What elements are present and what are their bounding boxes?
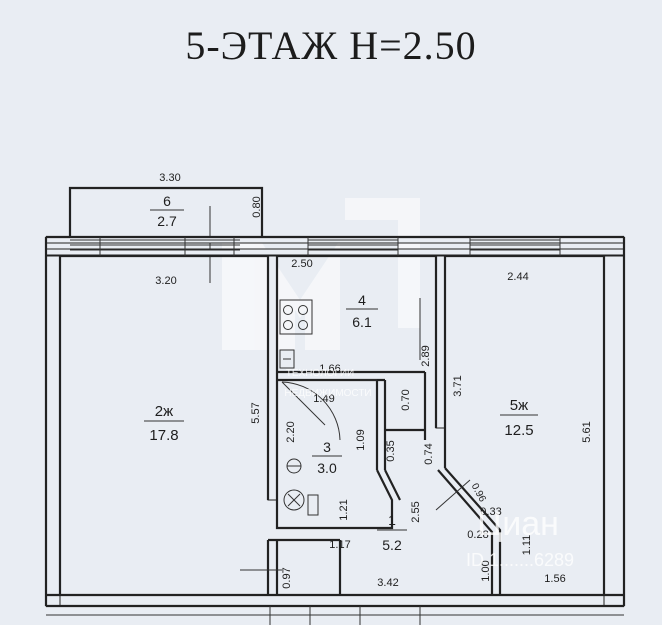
dim-label: 0.35 xyxy=(385,440,397,461)
dim-label: 2.89 xyxy=(420,345,432,366)
dim-label: 3.20 xyxy=(155,275,176,287)
room-5-label: 5ж 12.5 xyxy=(500,397,538,439)
room-3-label: 3 3.0 xyxy=(312,439,342,476)
m2-logo-square-side xyxy=(398,198,420,328)
dim-label: 2.55 xyxy=(410,501,422,522)
watermark-texts: ТЕХНОЛОГИИ НЕДВИЖИМОСТИ Циан ID 1.......… xyxy=(284,368,574,570)
dim-label: 0.97 xyxy=(281,567,293,588)
room-area: 6.1 xyxy=(352,314,372,330)
dim-label: 1.00 xyxy=(480,560,492,581)
toilet-icon xyxy=(283,489,305,511)
dim-label: 3.71 xyxy=(452,375,464,396)
m2-watermark-line1: ТЕХНОЛОГИИ xyxy=(286,368,354,379)
door-swings xyxy=(281,298,471,511)
dim-label: 2.50 xyxy=(291,258,312,270)
window-room-5 xyxy=(469,237,561,256)
m2-logo-bar-left xyxy=(222,240,260,350)
room-4-label: 4 6.1 xyxy=(346,292,378,330)
dim-label: 1.66 xyxy=(319,363,340,375)
room-number: 3 xyxy=(323,439,331,455)
cian-watermark: Циан xyxy=(477,505,559,543)
room-area: 3.0 xyxy=(317,460,337,476)
room-number: 6 xyxy=(163,193,171,209)
room-number: 2ж xyxy=(155,403,173,420)
dim-label: 2.20 xyxy=(285,421,297,442)
dim-label: 1.11 xyxy=(521,535,533,556)
dim-label: 1.09 xyxy=(355,429,367,450)
room-number: 5ж xyxy=(510,397,528,414)
dim-label: 1.49 xyxy=(313,393,334,405)
outer-walls xyxy=(44,235,626,625)
interior-walls xyxy=(266,255,502,595)
dimension-labels: 3.30 0.80 3.20 2.50 2.44 5.57 1.66 2.89 … xyxy=(155,172,593,589)
dim-label: 1.56 xyxy=(544,573,565,585)
dim-label: 0.28 xyxy=(467,529,488,541)
burner-icon xyxy=(298,305,308,315)
dim-label: 5.61 xyxy=(581,421,593,442)
m2-logo-watermark xyxy=(222,198,420,350)
room-area: 17.8 xyxy=(149,427,178,444)
window-balcony xyxy=(70,237,240,256)
kitchen-sink xyxy=(279,349,295,369)
bathroom-fixtures xyxy=(283,458,319,516)
room-area: 2.7 xyxy=(157,213,177,229)
dim-label: 0.74 xyxy=(423,443,435,464)
room-1-label: 1 5.2 xyxy=(377,512,407,553)
room-number: 1 xyxy=(388,512,396,528)
dim-label: 1.17 xyxy=(329,539,350,551)
burner-icon xyxy=(283,320,293,330)
burner-icon xyxy=(283,305,293,315)
room-number: 4 xyxy=(358,292,366,308)
dim-label: 0.70 xyxy=(400,389,412,410)
m2-watermark-line2: НЕДВИЖИМОСТИ xyxy=(284,388,371,399)
dim-label: 3.30 xyxy=(159,172,180,184)
window-kitchen xyxy=(307,237,399,256)
dim-label: 2.44 xyxy=(507,271,528,283)
kitchen-stove xyxy=(279,299,313,335)
room-2-label: 2ж 17.8 xyxy=(144,403,184,444)
cian-id-watermark: ID 1.......6289 xyxy=(466,550,574,570)
markers xyxy=(240,379,377,571)
burner-icon xyxy=(298,320,308,330)
dim-label: 0.80 xyxy=(251,196,263,217)
room-6-label: 6 2.7 xyxy=(150,193,184,229)
dim-label: 5.57 xyxy=(250,402,262,423)
floor-title: 5-ЭТАЖ H=2.50 xyxy=(185,23,477,68)
dim-label: 3.42 xyxy=(377,577,398,589)
dim-label: 1.21 xyxy=(338,499,350,520)
dim-label: 0.33 xyxy=(480,506,501,518)
room-area: 12.5 xyxy=(504,422,533,439)
windows xyxy=(70,237,561,256)
room-area: 5.2 xyxy=(382,537,402,553)
dim-label: 0.96 xyxy=(469,482,488,505)
